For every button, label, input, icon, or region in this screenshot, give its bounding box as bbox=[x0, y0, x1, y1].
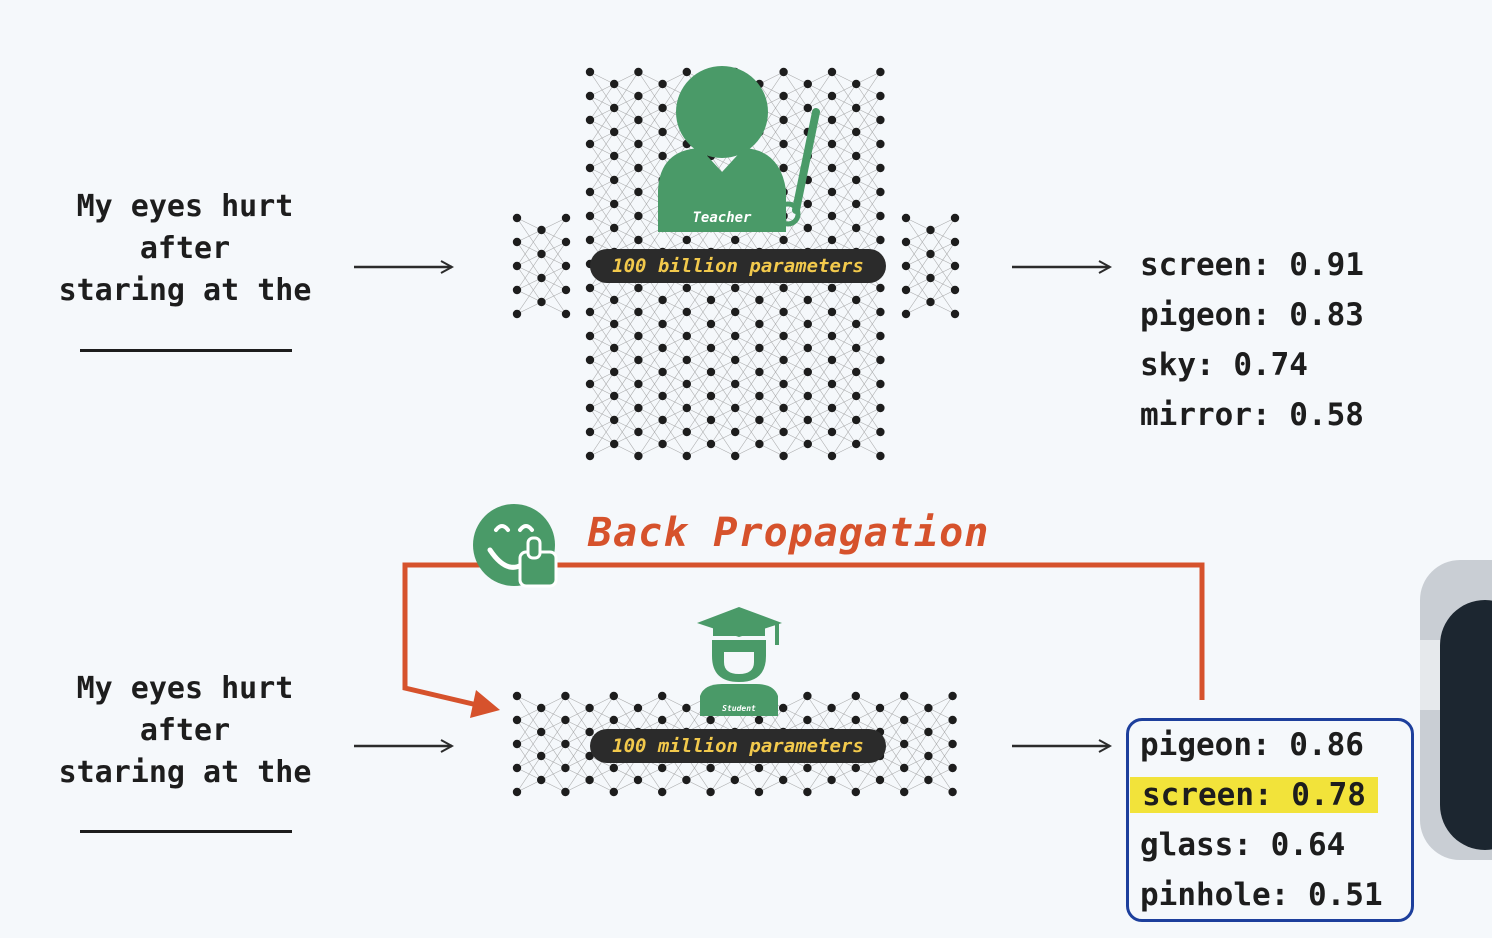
smiley-thumbs-up-icon bbox=[473, 504, 558, 588]
student-output-box bbox=[1126, 718, 1414, 922]
teacher-output-item: screen: 0.91 bbox=[1140, 247, 1364, 283]
presenter-webcam bbox=[1420, 560, 1492, 860]
student-output-item: pinhole: 0.51 bbox=[1140, 877, 1383, 913]
teacher-output-item: sky: 0.74 bbox=[1140, 347, 1308, 383]
student-icon: Student bbox=[697, 607, 782, 716]
teacher-prompt: My eyes hurt after staring at the bbox=[58, 189, 312, 308]
backprop-loop-arrow bbox=[402, 562, 1205, 718]
student-blank-line bbox=[80, 830, 292, 833]
student-prompt: My eyes hurt after staring at the bbox=[58, 671, 312, 790]
teacher-params-pill: 100 billion parameters bbox=[590, 249, 886, 283]
teacher-output-item: mirror: 0.58 bbox=[1140, 397, 1364, 433]
student-params-pill: 100 million parameters bbox=[590, 729, 886, 763]
student-output-item: glass: 0.64 bbox=[1140, 827, 1346, 863]
teacher-output-item: pigeon: 0.83 bbox=[1140, 297, 1364, 333]
teacher-blank-line bbox=[80, 349, 292, 352]
teacher-params-label: 100 billion parameters bbox=[612, 255, 864, 277]
student-output-item-highlighted: screen: 0.78 bbox=[1130, 770, 1383, 820]
teacher-icon-label: Teacher bbox=[692, 210, 752, 226]
student-params-label: 100 million parameters bbox=[612, 735, 864, 757]
teacher-output-list: screen: 0.91 pigeon: 0.83 sky: 0.74 mirr… bbox=[1140, 240, 1364, 440]
student-output-list: pigeon: 0.86 screen: 0.78 glass: 0.64 pi… bbox=[1130, 720, 1383, 920]
student-output-item: pigeon: 0.86 bbox=[1140, 727, 1364, 763]
teacher-icon: Teacher bbox=[658, 66, 820, 232]
presenter-silhouette bbox=[1440, 600, 1492, 850]
backprop-label: Back Propagation bbox=[588, 510, 990, 556]
student-icon-label: Student bbox=[722, 704, 756, 713]
